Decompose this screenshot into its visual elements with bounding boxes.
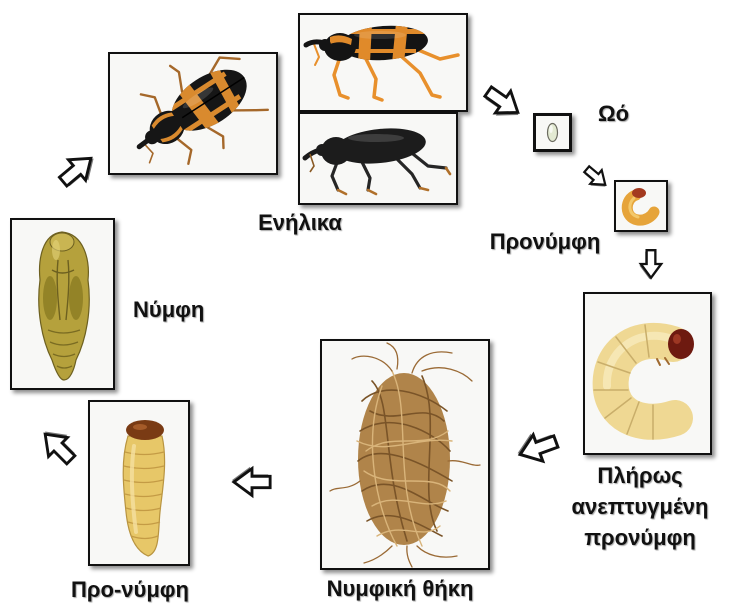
weevil-legs-part <box>362 162 370 190</box>
adult-side-view-black-photo <box>298 112 458 205</box>
outline-arrow-icon <box>231 465 273 499</box>
prepupa-head-highlight <box>133 424 147 430</box>
pupa-photo <box>10 218 115 390</box>
prepupa-illustration <box>90 402 188 564</box>
arrow-adults-to-egg-icon <box>476 76 530 128</box>
weevil-legs-part <box>208 123 229 149</box>
weevil-legs-part <box>314 44 319 65</box>
young-larva-illustration <box>616 182 666 230</box>
weevil-legs-part <box>396 158 420 188</box>
weevil-orange-bands-part <box>346 49 416 53</box>
cocoon-photo <box>320 339 490 570</box>
weevil-orange-bands-part <box>358 23 372 63</box>
cocoon-loose-fibers-part <box>387 343 398 369</box>
young-larva-head <box>632 188 646 198</box>
arrow-prepupa-to-pupa-icon <box>31 420 85 474</box>
outline-arrow-icon <box>578 160 614 195</box>
cocoon-loose-fibers-part <box>352 356 392 371</box>
cocoon-loose-fibers-part <box>422 368 472 381</box>
young-larva-photo <box>614 180 668 232</box>
weevil-legs-part <box>402 57 440 97</box>
pupa-illustration <box>12 220 113 388</box>
label-cocoon: Νυμφική θήκη <box>310 576 490 602</box>
label-mature-larva-line-1: Πλήρως <box>555 460 725 491</box>
label-larva: Προνύμφη <box>474 229 616 255</box>
weevil-tarsi-part <box>338 190 346 194</box>
mature-larva-legs-part <box>657 359 660 365</box>
weevil-legs-part <box>334 57 348 98</box>
weevil-tarsi <box>338 168 450 194</box>
elytra-highlight <box>348 134 404 142</box>
arrow-shape <box>641 250 661 278</box>
adult-top-view-illustration <box>110 54 276 173</box>
outline-arrow-icon <box>31 420 85 474</box>
mature-larva-head-highlight <box>673 334 681 344</box>
weevil-legs-part <box>366 59 382 100</box>
adult-side-view-orange-weevil <box>306 23 458 100</box>
adult-side-view-black-weevil <box>305 124 450 194</box>
outline-arrow-icon <box>476 76 530 128</box>
arrow-shape <box>581 162 611 191</box>
arrow-shape <box>234 469 270 496</box>
egg-photo <box>533 113 572 152</box>
mature-larva-illustration <box>585 294 710 453</box>
prepupa-photo <box>88 400 190 566</box>
cocoon-illustration <box>322 341 488 568</box>
label-adults: Ενήλικα <box>240 210 360 236</box>
cocoon-loose-fibers-part <box>417 546 457 557</box>
adult-side-view-orange-photo <box>298 13 468 112</box>
arrow-shape <box>480 81 525 124</box>
pupa-wing-pads-part <box>69 276 83 320</box>
adult-top-view-photo <box>108 52 278 175</box>
label-egg: Ωό <box>598 101 629 127</box>
outline-arrow-icon <box>50 143 104 196</box>
prepupa-head <box>126 420 164 440</box>
label-pupa: Νύμφη <box>133 297 204 323</box>
cocoon-loose-fibers-part <box>330 481 360 491</box>
weevil-antenna <box>310 154 314 172</box>
weevil-legs-part <box>167 64 189 92</box>
weevil-tarsi-part <box>420 188 428 190</box>
adult-top-view-weevil <box>111 54 275 173</box>
outline-arrow-icon <box>638 248 664 280</box>
egg <box>548 124 558 142</box>
weevil-tarsi-part <box>368 190 376 194</box>
arrow-shape <box>55 148 100 192</box>
adult-side-view-orange-illustration <box>300 15 466 110</box>
pupa-highlight <box>52 240 60 260</box>
weevil-legs-part <box>416 49 458 59</box>
cocoon-loose-fibers-part <box>364 546 392 563</box>
arrow-cocoon-to-prepupa-icon <box>231 465 273 499</box>
elytra-highlight <box>354 31 406 39</box>
egg-illustration <box>536 116 569 149</box>
label-mature-larva-line-2: ανεπτυγμένη <box>555 491 725 522</box>
pupa-wing-pads-part <box>43 276 57 320</box>
cocoon-loose-fibers-part <box>407 546 412 567</box>
cocoon-loose-fibers-part <box>448 461 480 466</box>
label-prepupa: Προ-νύμφη <box>55 577 205 603</box>
arrow-shape <box>36 425 81 470</box>
weevil-tarsi-part <box>446 168 450 174</box>
egg-highlight <box>549 125 553 133</box>
cocoon-loose-fibers-part <box>412 352 452 373</box>
mature-larva-photo <box>583 292 712 455</box>
label-mature-larva: Πλήρως ανεπτυγμένη προνύμφη <box>555 460 725 553</box>
label-mature-larva-line-3: προνύμφη <box>555 522 725 553</box>
arrow-larva-to-mature-larva-icon <box>638 248 664 280</box>
adult-side-view-black-illustration <box>300 114 456 203</box>
arrow-egg-to-larva-icon <box>578 160 614 195</box>
arrow-pupa-to-adults-icon <box>50 143 104 196</box>
mature-larva-head <box>668 329 694 359</box>
